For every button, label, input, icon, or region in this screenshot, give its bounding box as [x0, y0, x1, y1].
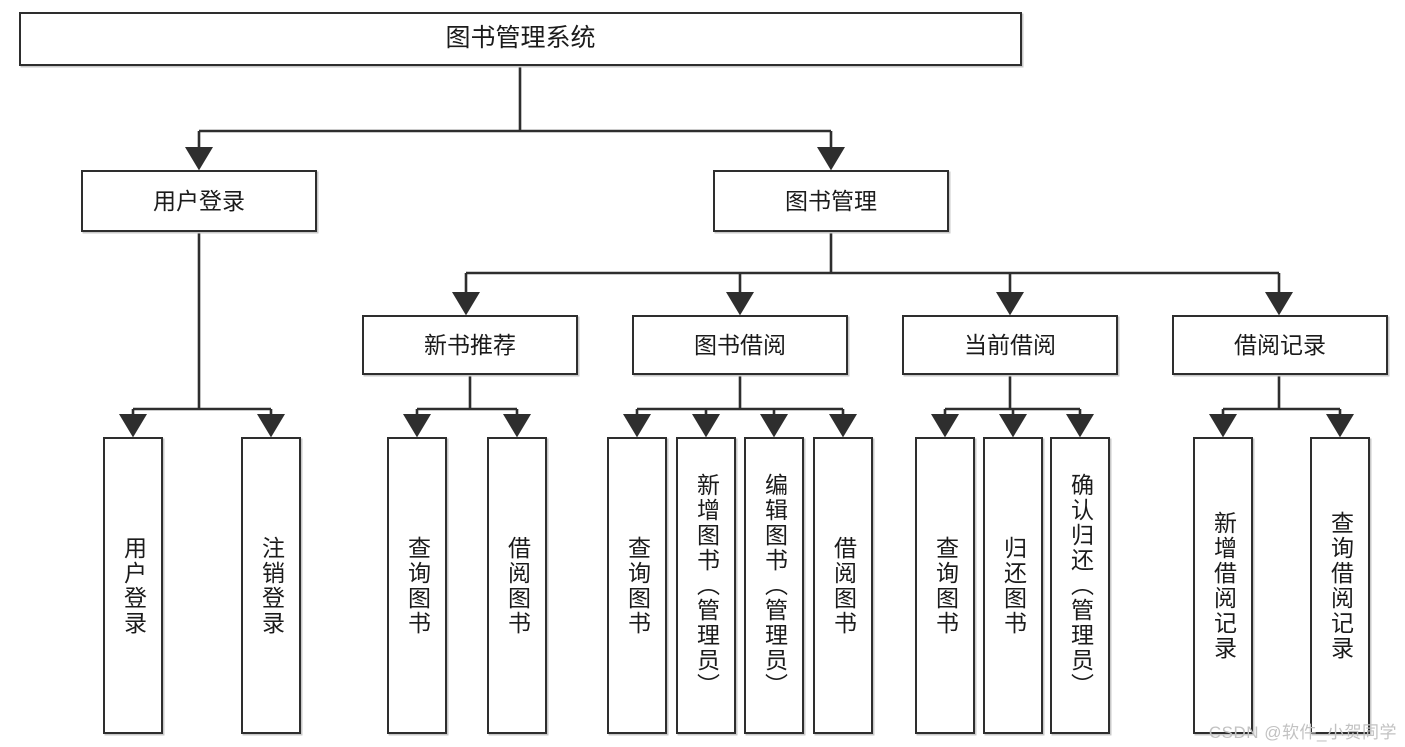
leaf-logout[interactable]: 注销登录 [241, 437, 301, 734]
leaf-bb-borrow-book[interactable]: 借阅图书 [813, 437, 873, 734]
leaf-nb-borrow-book-label: 借阅图书 [504, 535, 531, 636]
leaf-br-query-record-label: 查询借阅记录 [1327, 510, 1354, 661]
leaf-cb-query-book-label: 查询图书 [932, 535, 959, 636]
node-root-label: 图书管理系统 [445, 24, 596, 53]
node-book-manage[interactable]: 图书管理 [713, 170, 949, 232]
leaf-nb-borrow-book[interactable]: 借阅图书 [487, 437, 547, 734]
leaf-bb-borrow-book-label: 借阅图书 [830, 535, 857, 636]
node-user-login[interactable]: 用户登录 [81, 170, 317, 232]
leaf-bb-add-book-label: 新增图书（管理员） [693, 473, 720, 698]
node-current-borrow-label: 当前借阅 [964, 331, 1056, 358]
leaf-br-query-record[interactable]: 查询借阅记录 [1310, 437, 1370, 734]
csdn-watermark: CSDN @软件_小贺同学 [1208, 723, 1397, 742]
leaf-bb-edit-book[interactable]: 编辑图书（管理员） [744, 437, 804, 734]
node-book-borrow[interactable]: 图书借阅 [632, 315, 848, 375]
leaf-logout-label: 注销登录 [258, 535, 285, 636]
leaf-user-login[interactable]: 用户登录 [103, 437, 163, 734]
leaf-bb-add-book[interactable]: 新增图书（管理员） [676, 437, 736, 734]
node-new-book-recommend[interactable]: 新书推荐 [362, 315, 578, 375]
leaf-cb-confirm-return-label: 确认归还（管理员） [1067, 473, 1094, 698]
leaf-nb-query-book-label: 查询图书 [404, 535, 431, 636]
leaf-bb-edit-book-label: 编辑图书（管理员） [761, 473, 788, 698]
leaf-bb-query-book-label: 查询图书 [624, 535, 651, 636]
leaf-br-add-record[interactable]: 新增借阅记录 [1193, 437, 1253, 734]
node-borrow-record-label: 借阅记录 [1234, 331, 1326, 358]
node-root[interactable]: 图书管理系统 [19, 12, 1022, 66]
leaf-cb-query-book[interactable]: 查询图书 [915, 437, 975, 734]
node-new-book-recommend-label: 新书推荐 [424, 331, 516, 358]
node-current-borrow[interactable]: 当前借阅 [902, 315, 1118, 375]
leaf-cb-return-book-label: 归还图书 [1000, 535, 1027, 636]
leaf-cb-return-book[interactable]: 归还图书 [983, 437, 1043, 734]
node-user-login-label: 用户登录 [153, 187, 245, 214]
leaf-bb-query-book[interactable]: 查询图书 [607, 437, 667, 734]
leaf-nb-query-book[interactable]: 查询图书 [387, 437, 447, 734]
node-book-borrow-label: 图书借阅 [694, 331, 786, 358]
leaf-cb-confirm-return[interactable]: 确认归还（管理员） [1050, 437, 1110, 734]
node-book-manage-label: 图书管理 [785, 187, 877, 214]
leaf-br-add-record-label: 新增借阅记录 [1210, 510, 1237, 661]
node-borrow-record[interactable]: 借阅记录 [1172, 315, 1388, 375]
leaf-user-login-label: 用户登录 [120, 535, 147, 636]
